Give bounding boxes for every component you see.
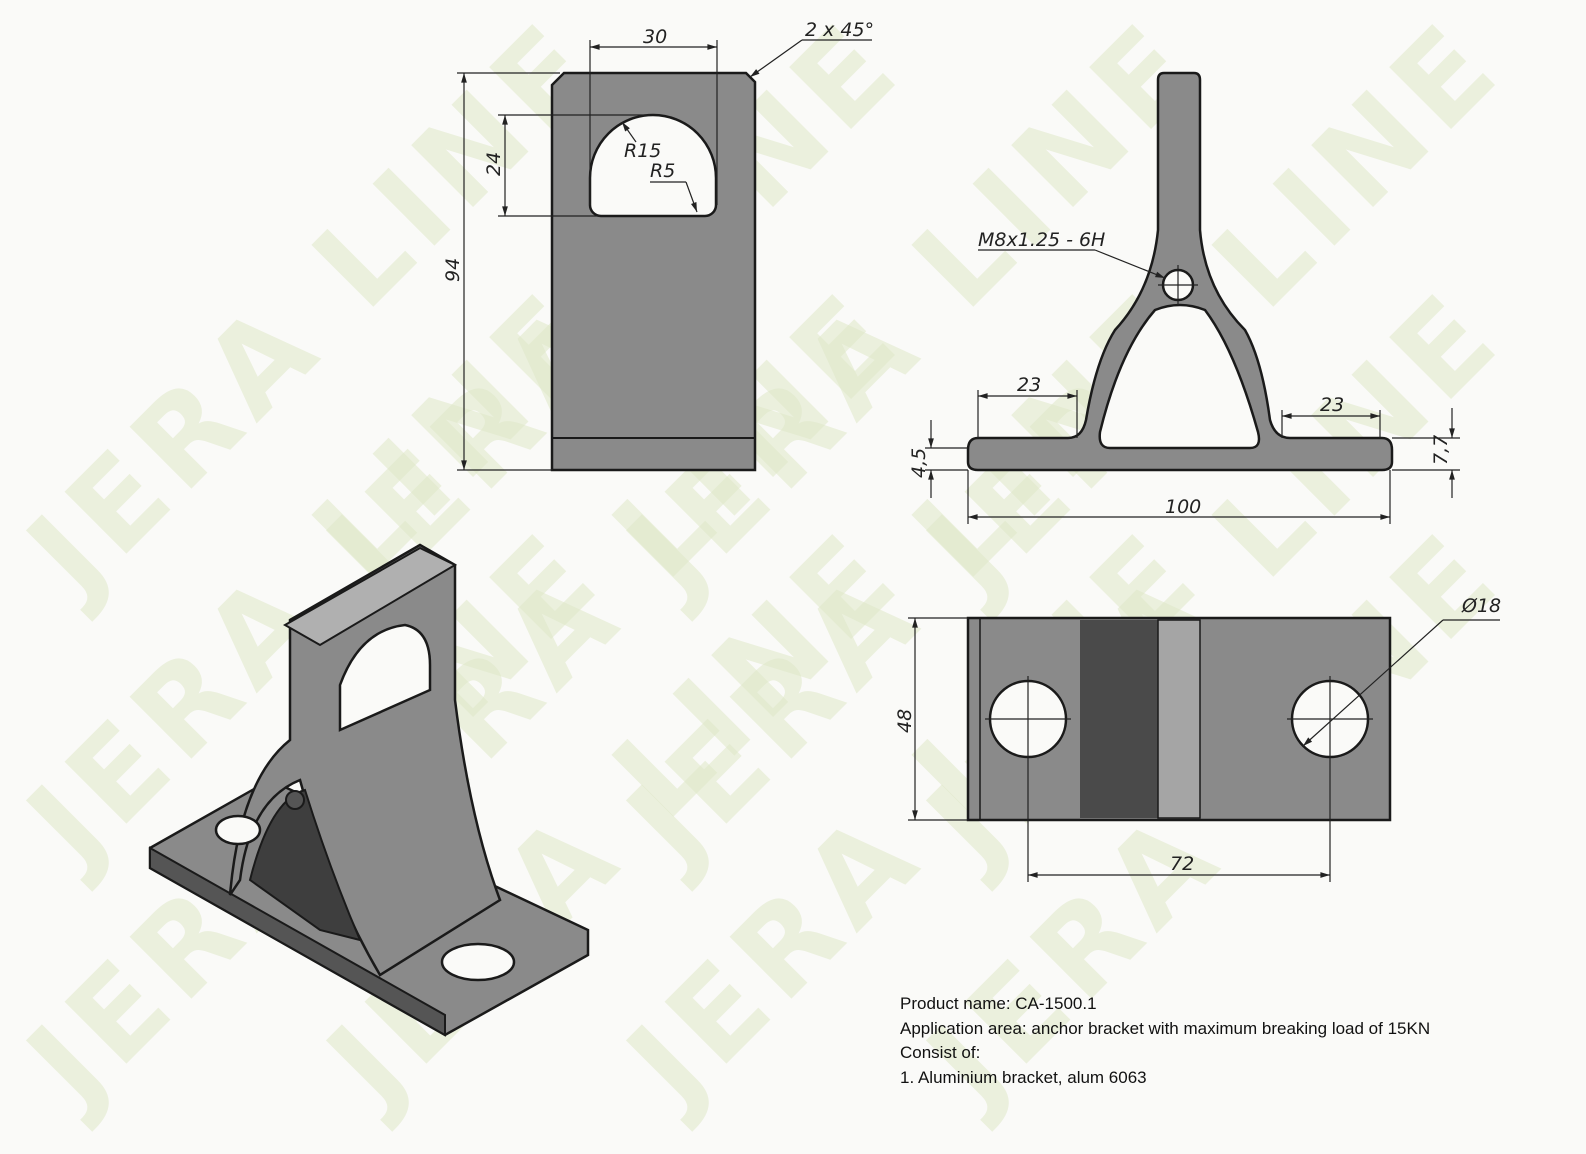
watermark-layer: JERA LINE JERA LINE JERA LINE JERA LINE … (0, 0, 1529, 1135)
component-item: 1. Aluminium bracket, alum 6063 (900, 1067, 1147, 1087)
dim-width: 48 (894, 709, 916, 733)
dim-base-thickness: 4,5 (908, 448, 930, 478)
dim-right-flange: 23 (1320, 394, 1344, 416)
consist-of-label: Consist of: (900, 1043, 981, 1062)
dim-hole-height: 24 (483, 152, 505, 176)
dim-length: 100 (1165, 496, 1201, 518)
dim-hole-diameter: Ø18 (1461, 595, 1501, 617)
dim-height: 94 (442, 258, 464, 282)
thread-spec: M8x1.25 - 6H (978, 229, 1105, 251)
dim-radius-top: R15 (624, 140, 661, 162)
front-view: 30 2 x 45° 24 94 R15 R5 (442, 19, 874, 472)
dim-hole-spacing: 72 (1170, 853, 1194, 875)
product-name: Product name: CA-1500.1 (900, 994, 1097, 1013)
dim-lip-height: 7,7 (1430, 435, 1452, 465)
dim-hole-width: 30 (643, 26, 667, 48)
isometric-view (148, 543, 590, 1037)
dim-chamfer: 2 x 45° (805, 19, 874, 41)
product-info: Product name: CA-1500.1 Application area… (900, 992, 1430, 1090)
bottom-view: 72 48 Ø18 (894, 595, 1501, 882)
dim-left-flange: 23 (1017, 374, 1041, 396)
side-view: M8x1.25 - 6H 23 23 4,5 7,7 100 (908, 71, 1460, 524)
dim-radius-corner: R5 (650, 160, 675, 182)
application-area: Application area: anchor bracket with ma… (900, 1018, 1431, 1038)
